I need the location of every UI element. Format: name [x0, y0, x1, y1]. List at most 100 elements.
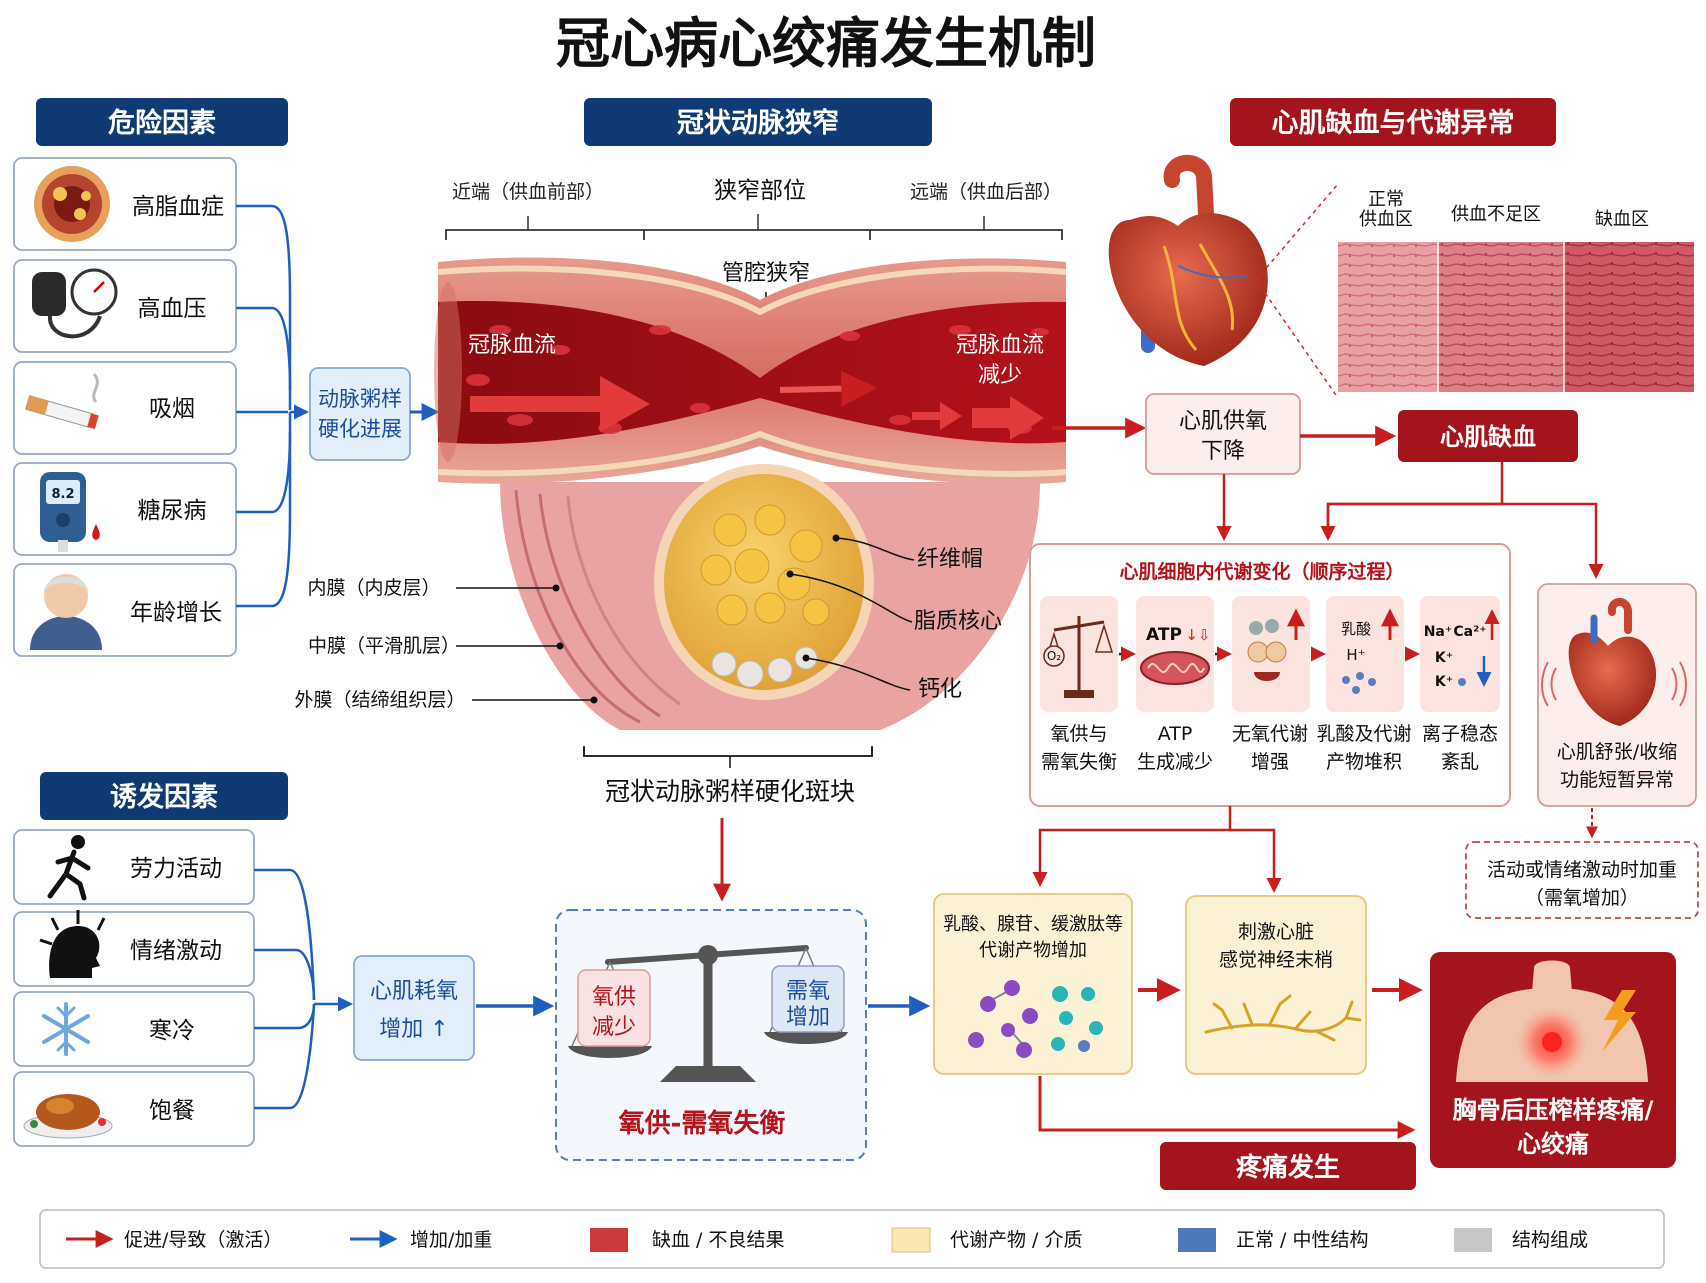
header-ischemia-label: 心肌缺血与代谢异常 — [1272, 108, 1515, 139]
risk-label-5: 年龄增长 — [130, 600, 222, 626]
flow-out-label-1: 冠脉血流 — [956, 333, 1044, 358]
trigger-label-1: 劳力活动 — [130, 856, 222, 882]
pain-onset-box: 疼痛发生 — [1160, 1142, 1416, 1190]
plaque-caption: 冠状动脉粥样硬化斑块 — [583, 746, 873, 806]
mitochondria-atp-icon: ATP ↓⇩ — [1140, 625, 1211, 685]
legend: 促进/导致（激活） 增加/加重 缺血 / 不良结果 代谢产物 / 介质 正常 /… — [39, 1209, 1665, 1269]
nerve-1: 刺激心脏 — [1238, 921, 1314, 943]
header-triggers-label: 诱发因素 — [110, 781, 218, 813]
dysfunction-2: 功能短暂异常 — [1560, 769, 1674, 791]
svg-text:↓⇩: ↓⇩ — [1185, 626, 1210, 644]
ischemia-label: 心肌缺血 — [1440, 423, 1536, 451]
balance-right-1: 需氧 — [786, 979, 830, 1004]
step1-l1: 氧供与 — [1050, 723, 1107, 745]
legend-item-normal: 正常 / 中性结构 — [1178, 1228, 1368, 1252]
glucose-reading: 8.2 — [51, 487, 74, 502]
header-coronary-narrowing: 冠状动脉狭窄 — [584, 98, 932, 146]
atherosclerosis-progress-box: 动脉粥样 硬化进展 — [309, 367, 411, 461]
molecules-icon — [968, 980, 1103, 1058]
step3-l2: 增强 — [1251, 751, 1289, 773]
heart-illustration — [1108, 154, 1268, 366]
layer-adventitia: 外膜（结缔组织层） — [294, 689, 465, 711]
svg-text:K⁺: K⁺ — [1435, 674, 1453, 690]
angina-result-box: 胸骨后压榨样疼痛/ 心绞痛 — [1430, 952, 1676, 1168]
balance-right-2: 增加 — [786, 1005, 830, 1030]
flow-out-label-2: 减少 — [978, 363, 1022, 388]
balance-scale-icon — [568, 945, 848, 1082]
header-narrowing-label: 冠状动脉狭窄 — [677, 107, 839, 139]
metabolites-box: 乳酸、腺苷、缓激肽等 代谢产物增加 — [933, 893, 1133, 1075]
zone-normal-2: 供血区 — [1359, 209, 1413, 230]
elderly-person-icon — [30, 574, 102, 650]
header-risk-label: 危险因素 — [108, 107, 216, 139]
distal-label: 远端（供血后部） — [910, 181, 1062, 203]
stenosis-site-label: 狭窄部位 — [714, 178, 806, 204]
step2-l1: ATP — [1158, 723, 1193, 745]
metabolic-step-labels: 氧供与 需氧失衡 ATP 生成减少 无氧代谢 增强 乳酸及代谢 产物堆积 离子稳… — [1041, 723, 1498, 773]
legend-item-ischemia: 缺血 / 不良结果 — [590, 1228, 784, 1252]
step5-l2: 紊乱 — [1441, 751, 1479, 773]
legend-item-increase: 增加/加重 — [350, 1229, 492, 1251]
trigger-label-3: 寒冷 — [149, 1018, 195, 1044]
balance-left-2: 减少 — [592, 1015, 636, 1040]
blood-pressure-gauge-icon — [32, 268, 118, 339]
risk-item-aging: 年龄增长 — [13, 563, 237, 657]
svg-text:Na⁺: Na⁺ — [1424, 624, 1453, 640]
beating-heart-icon — [1541, 598, 1687, 726]
arrow-ischemia-to-metabolic — [1320, 502, 1502, 541]
ischemia-box: 心肌缺血 — [1398, 410, 1578, 462]
fibrous-cap-label: 纤维帽 — [917, 547, 983, 572]
nerve-2: 感觉神经末梢 — [1219, 949, 1333, 971]
demand-increase-box: 心肌耗氧 增加 ↑ — [353, 955, 475, 1061]
balance-caption: 氧供-需氧失衡 — [618, 1108, 786, 1139]
step5-l1: 离子稳态 — [1422, 723, 1498, 745]
metabolic-step-4: 乳酸 H⁺ — [1326, 596, 1404, 712]
header-risk-factors: 危险因素 — [36, 98, 288, 146]
svg-text:O₂: O₂ — [1047, 649, 1061, 663]
risk-item-smoking: 吸烟 — [13, 361, 237, 455]
risk-item-hyperlipidemia: 高脂血症 — [13, 157, 237, 251]
layer-media: 中膜（平滑肌层） — [308, 635, 460, 657]
result-2: 心绞痛 — [1517, 1130, 1589, 1158]
step4-l1: 乳酸及代谢 — [1316, 723, 1411, 745]
risk-item-hypertension: 高血压 — [13, 259, 237, 353]
legend-item-structure: 结构组成 — [1454, 1228, 1588, 1252]
zone-insufficient: 供血不足区 — [1451, 204, 1541, 225]
result-1: 胸骨后压榨样疼痛/ — [1453, 1096, 1654, 1124]
risk-connector — [236, 204, 309, 608]
dysfunction-1: 心肌舒张/收缩 — [1557, 741, 1677, 763]
trigger-label-4: 饱餐 — [149, 1098, 195, 1124]
oxygen-scale-icon: O₂ — [1043, 616, 1114, 698]
svg-text:乳酸: 乳酸 — [1341, 620, 1371, 638]
step4-l2: 产物堆积 — [1326, 751, 1402, 773]
lactate-accumulation-icon: 乳酸 H⁺ — [1341, 608, 1399, 694]
svg-text:Ca²⁺: Ca²⁺ — [1453, 624, 1486, 640]
step3-l1: 无氧代谢 — [1232, 723, 1308, 745]
chest-pain-icon — [1456, 960, 1648, 1082]
risk-item-diabetes: 8.2 糖尿病 — [13, 462, 237, 556]
coronary-artery-illustration: 冠脉血流 冠脉血流 减少 — [434, 257, 1067, 730]
metabolites-2: 代谢产物增加 — [979, 940, 1087, 961]
muscle-fiber-panel — [1338, 242, 1694, 392]
metabolic-step-5: Na⁺ Ca²⁺ K⁺ K⁺ — [1420, 596, 1500, 712]
zoom-lines — [1255, 183, 1339, 399]
demand-up-2: 增加 ↑ — [379, 1017, 448, 1042]
svg-text:K⁺: K⁺ — [1435, 650, 1453, 666]
trigger-item-cold: 寒冷 — [13, 991, 255, 1067]
risk-label-1: 高脂血症 — [132, 194, 224, 220]
progress-line-1: 动脉粥样 — [318, 387, 402, 411]
trigger-item-overeating: 饱餐 — [13, 1071, 255, 1147]
legend-label-2: 增加/加重 — [410, 1229, 492, 1251]
arrow-metabolic-to-nerve — [1230, 828, 1282, 893]
zone-normal-1: 正常 — [1368, 189, 1404, 210]
pain-onset-label: 疼痛发生 — [1236, 1152, 1340, 1183]
o2-decrease-box: 心肌供氧 下降 — [1145, 393, 1301, 475]
header-ischemia: 心肌缺血与代谢异常 — [1230, 98, 1556, 146]
aggravate-1: 活动或情绪激动时加重 — [1487, 859, 1677, 881]
flow-in-label: 冠脉血流 — [468, 333, 556, 358]
narrowing-label: 管腔狭窄 — [722, 261, 810, 286]
svg-text:ATP: ATP — [1146, 625, 1182, 645]
balance-left-1: 氧供 — [592, 985, 636, 1010]
roast-meal-icon — [23, 1094, 113, 1139]
